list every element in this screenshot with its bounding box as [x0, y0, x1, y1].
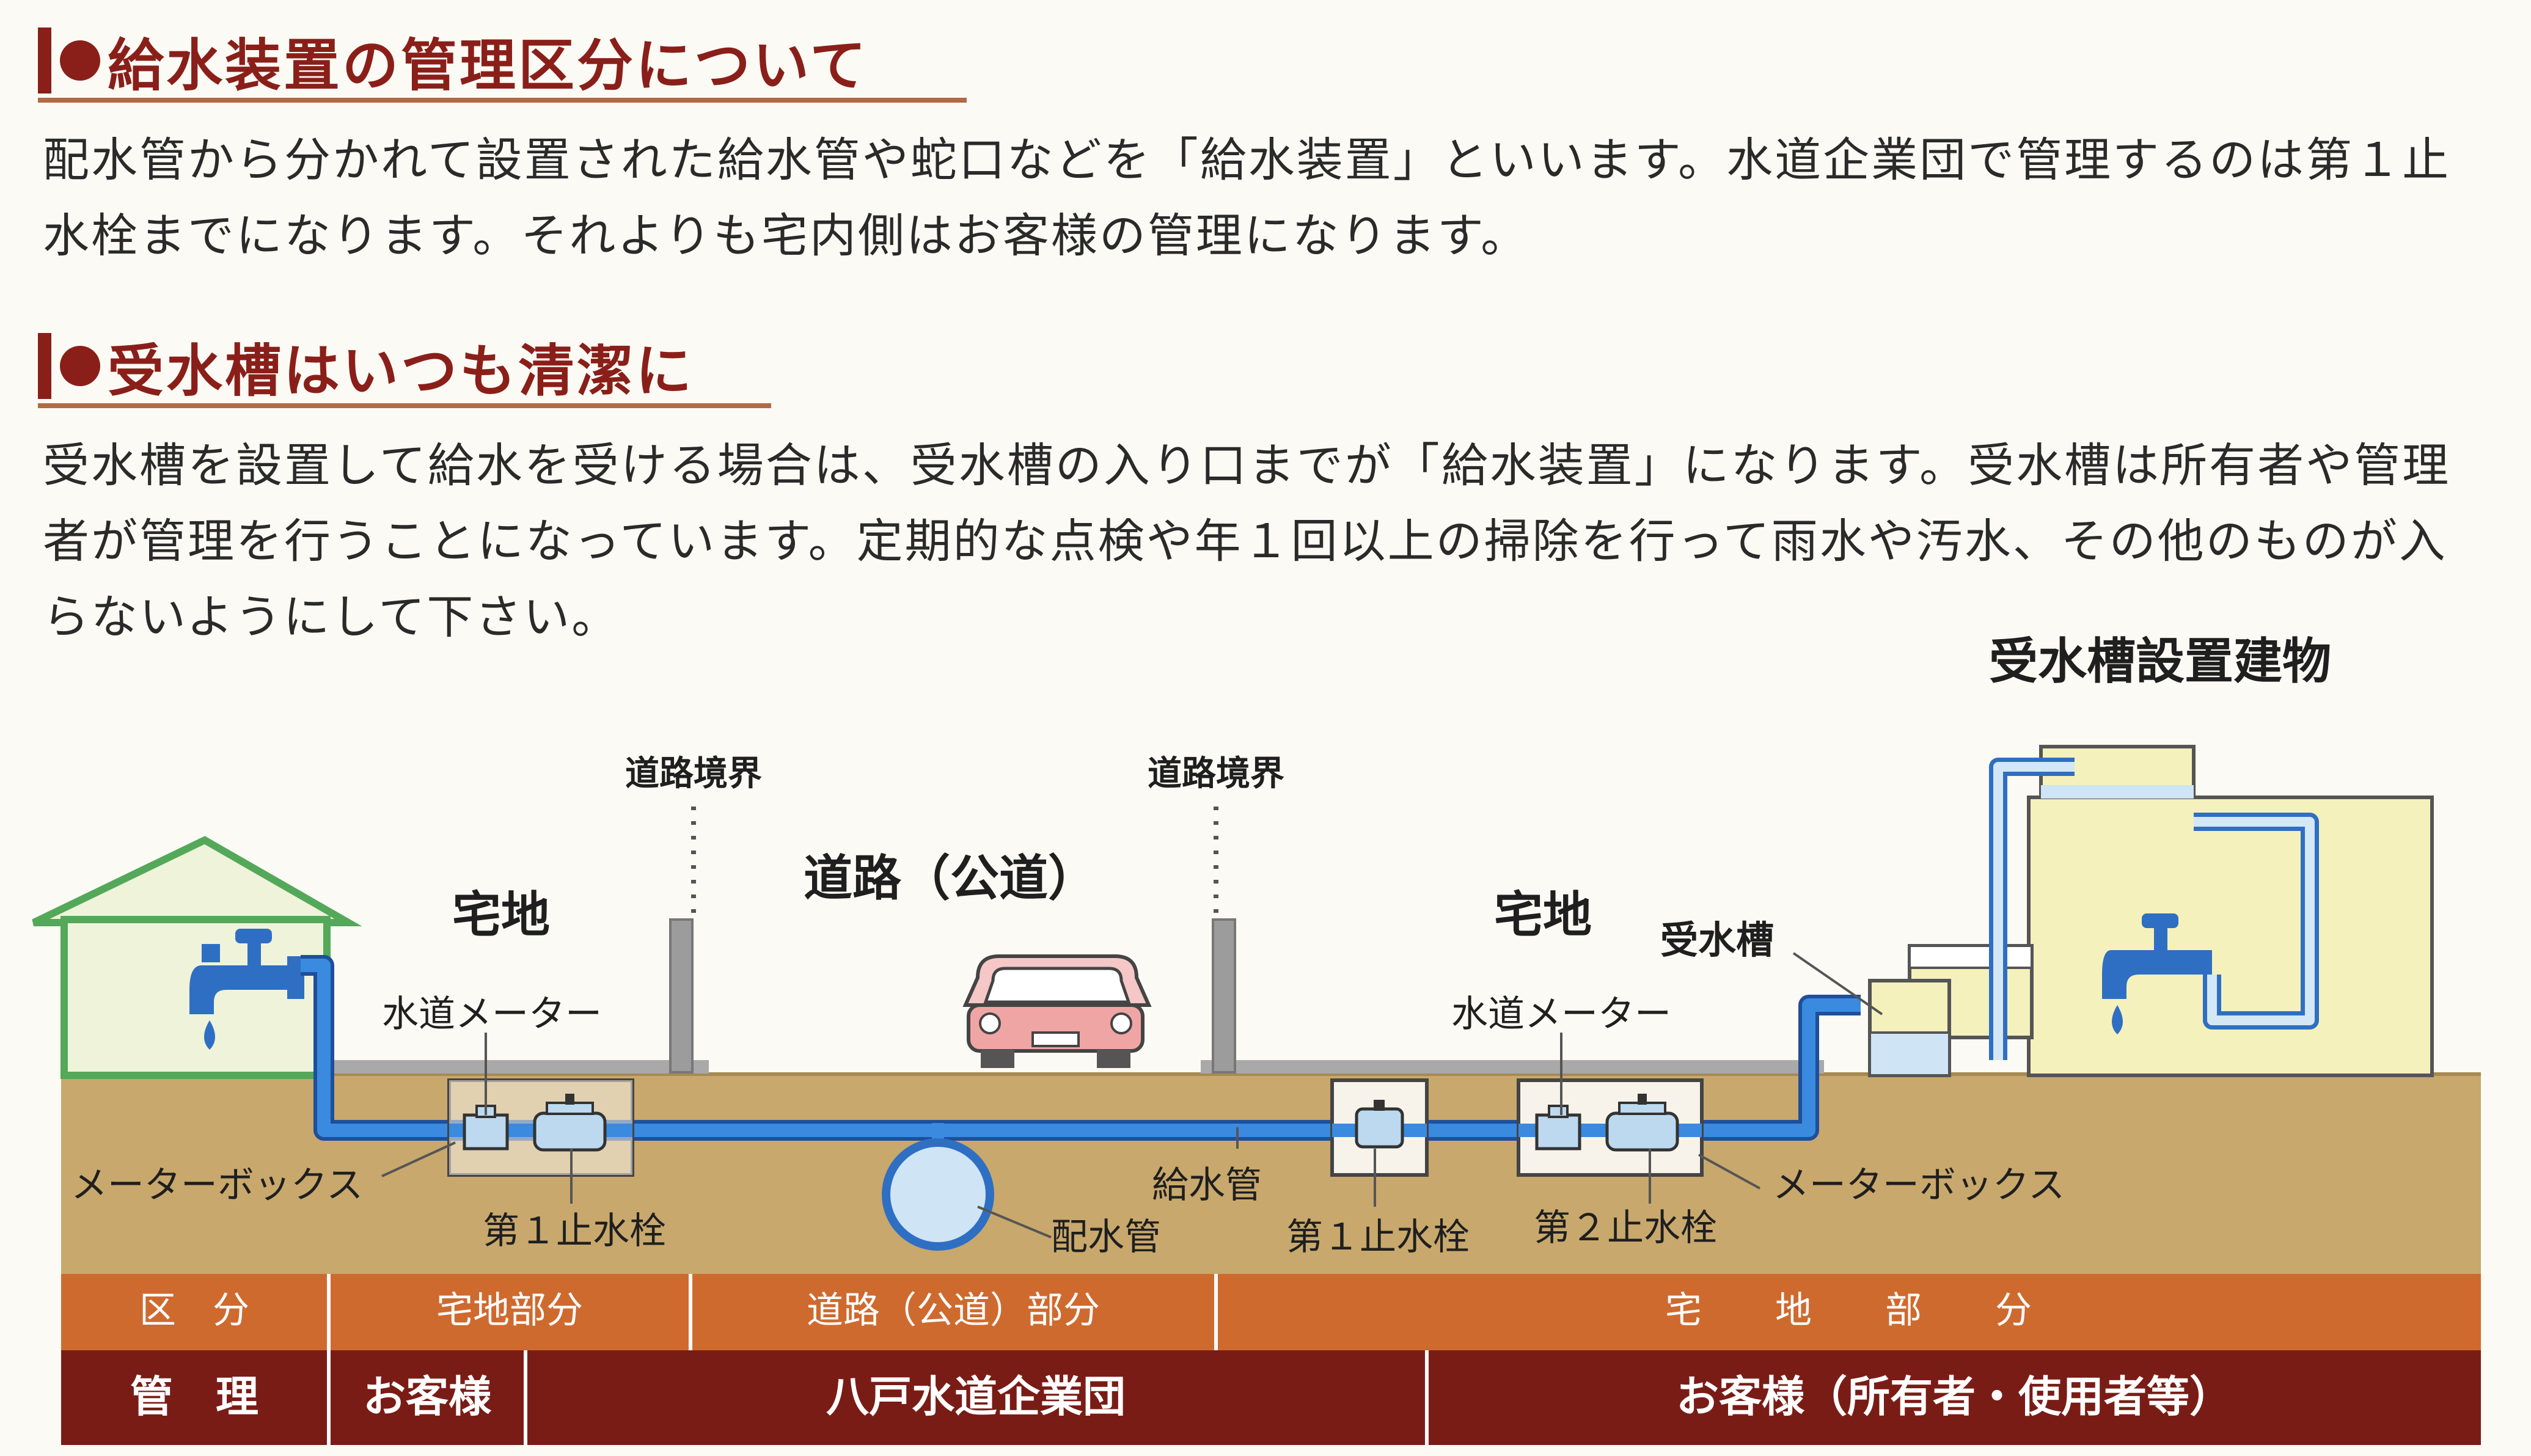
water-drop-icon [204, 1020, 215, 1050]
section-body-2: 受水槽を設置して給水を受ける場合は、受水槽の入り口までが「給水装置」になります。… [43, 438, 2451, 644]
heading-text: 給水装置の管理区分について [108, 32, 869, 98]
meter-box-left-label: メーターボックス [71, 1164, 363, 1207]
stopcock-icon [1355, 1100, 1404, 1149]
bullet-icon [60, 346, 100, 386]
heading-bar-icon [38, 27, 51, 93]
lot-left-label: 宅地 [452, 887, 550, 943]
faucet-icon [2102, 913, 2212, 999]
division-cell-3: 宅 地 部 分 [1665, 1289, 2032, 1332]
car-icon [962, 954, 1152, 1068]
stopcock-icon [1605, 1094, 1679, 1152]
section-heading-2: 受水槽はいつも清潔に [38, 330, 771, 408]
management-table: 区 分 宅地部分 道路（公道）部分 宅 地 部 分 管 理 お客様 八戸水道企業… [61, 1274, 2481, 1445]
boundary-post-left [669, 918, 694, 1074]
boundary-post-right [1212, 918, 1236, 1074]
heading-underline [38, 403, 771, 408]
road-boundary-right-label: 道路境界 [1148, 754, 1284, 794]
supply-pipe-label: 給水管 [1152, 1164, 1262, 1207]
stopcock1-left-label: 第１止水栓 [483, 1210, 666, 1253]
heading-text: 受水槽はいつも清潔に [108, 338, 695, 404]
section-body-1: 配水管から分かれて設置された給水管や蛇口などを「給水装置」といいます。水道企業団… [43, 133, 2451, 263]
water-tank-building [1868, 745, 2434, 1077]
stopcock-icon [533, 1094, 607, 1152]
house [32, 836, 362, 1079]
lot-right-label: 宅地 [1494, 887, 1592, 943]
management-cell-3: お客様（所有者・使用者等） [1676, 1372, 2232, 1422]
division-label: 区 分 [139, 1289, 249, 1332]
main-pipe-label: 配水管 [1051, 1216, 1161, 1259]
section-heading-1: 給水装置の管理区分について [38, 24, 967, 103]
heading-underline [38, 98, 967, 103]
distribution-main-pipe [882, 1138, 994, 1251]
building-title: 受水槽設置建物 [1989, 633, 2331, 690]
meter-left-label: 水道メーター [382, 993, 602, 1036]
ground-line [61, 1072, 2481, 1076]
management-label: 管 理 [130, 1372, 258, 1422]
road-label: 道路（公道） [804, 850, 1097, 907]
meter-box-right-label: メーターボックス [1773, 1164, 2065, 1207]
tank-label: 受水槽 [1660, 918, 1774, 962]
division-cell-2: 道路（公道）部分 [807, 1289, 1100, 1332]
management-cell-2: 八戸水道企業団 [826, 1372, 1126, 1422]
faucet-icon [189, 929, 304, 1014]
ground [61, 1072, 2481, 1274]
sidewalk-right [1201, 1060, 1824, 1074]
table-row-management [61, 1350, 2481, 1445]
bullet-icon [60, 40, 100, 81]
meter-icon [1535, 1105, 1581, 1151]
water-drop-icon [2112, 1005, 2123, 1034]
management-cell-1: お客様 [363, 1372, 492, 1422]
stopcock1-right-label: 第１止水栓 [1286, 1216, 1470, 1259]
meter-right-label: 水道メーター [1451, 993, 1671, 1036]
road-boundary-left-label: 道路境界 [625, 754, 762, 794]
division-cell-1: 宅地部分 [436, 1289, 583, 1332]
sidewalk-left [330, 1060, 709, 1074]
stopcock2-label: 第２止水栓 [1534, 1207, 1717, 1249]
table-row-division [61, 1274, 2481, 1350]
heading-bar-icon [38, 333, 51, 399]
